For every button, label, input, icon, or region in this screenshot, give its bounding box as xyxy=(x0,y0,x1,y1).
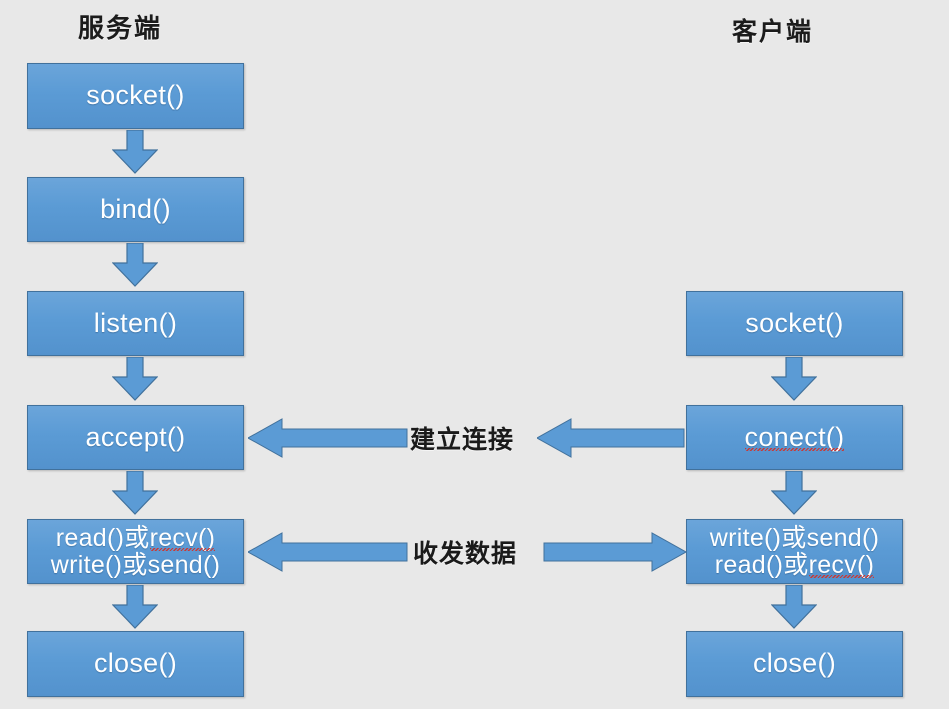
arrow-down-client-socket-to-conect xyxy=(771,357,817,401)
token-read: read() xyxy=(55,523,125,552)
token-recv-misspelled: recv() xyxy=(149,523,216,552)
token-huo: 或 xyxy=(124,523,150,552)
server-column-title: 服务端 xyxy=(78,14,163,44)
label-data-transfer: 收发数据 xyxy=(413,539,518,568)
node-client-close-label: close() xyxy=(752,648,837,679)
node-server-bind-label: bind() xyxy=(100,193,171,224)
node-server-read-write[interactable]: read()或recv() write()或send() xyxy=(27,519,244,584)
node-client-socket-label: socket() xyxy=(745,307,844,338)
node-client-socket[interactable]: socket() xyxy=(686,291,903,356)
label-establish-connection: 建立连接 xyxy=(410,425,515,454)
token-huo: 或 xyxy=(122,550,148,579)
node-client-write-read[interactable]: write()或send() read()或recv() xyxy=(686,519,903,584)
node-server-close[interactable]: close() xyxy=(27,631,244,697)
token-send: send() xyxy=(147,550,221,579)
arrow-left-data-transfer xyxy=(248,531,408,573)
node-server-accept[interactable]: accept() xyxy=(27,405,244,470)
arrow-down-accept-to-readwrite xyxy=(112,471,158,515)
node-server-listen[interactable]: listen() xyxy=(27,291,244,356)
node-server-bind[interactable]: bind() xyxy=(27,177,244,242)
client-column-title: 客户端 xyxy=(732,17,814,46)
token-recv-misspelled: recv() xyxy=(808,550,875,579)
node-client-conect[interactable]: conect() xyxy=(686,405,903,470)
node-server-socket[interactable]: socket() xyxy=(27,63,244,129)
arrow-down-client-writeread-to-close xyxy=(771,585,817,629)
node-server-accept-label: accept() xyxy=(85,421,186,452)
token-write: write() xyxy=(50,550,123,579)
node-client-close[interactable]: close() xyxy=(686,631,903,697)
node-server-socket-label: socket() xyxy=(86,80,185,111)
token-huo: 或 xyxy=(781,523,807,552)
arrow-left-establish-outer xyxy=(537,417,685,459)
arrow-left-establish-inner xyxy=(248,417,408,459)
node-client-write-send-label: write()或send() xyxy=(709,523,880,552)
arrow-down-client-conect-to-writeread xyxy=(771,471,817,515)
node-server-read-recv-label: read()或recv() xyxy=(55,523,216,552)
node-client-read-recv-label: read()或recv() xyxy=(714,550,875,579)
token-write: write() xyxy=(709,523,782,552)
arrow-down-readwrite-to-close xyxy=(112,585,158,629)
node-client-conect-label-misspelled: conect() xyxy=(744,421,845,452)
arrow-down-bind-to-listen xyxy=(112,243,158,287)
arrow-right-data-transfer xyxy=(543,531,686,573)
token-send: send() xyxy=(806,523,880,552)
token-huo: 或 xyxy=(783,550,809,579)
node-server-close-label: close() xyxy=(93,648,178,679)
node-server-write-send-label: write()或send() xyxy=(50,550,221,579)
arrow-down-socket-to-bind xyxy=(112,130,158,174)
arrow-down-listen-to-accept xyxy=(112,357,158,401)
token-read: read() xyxy=(714,550,784,579)
node-server-listen-label: listen() xyxy=(93,307,178,338)
